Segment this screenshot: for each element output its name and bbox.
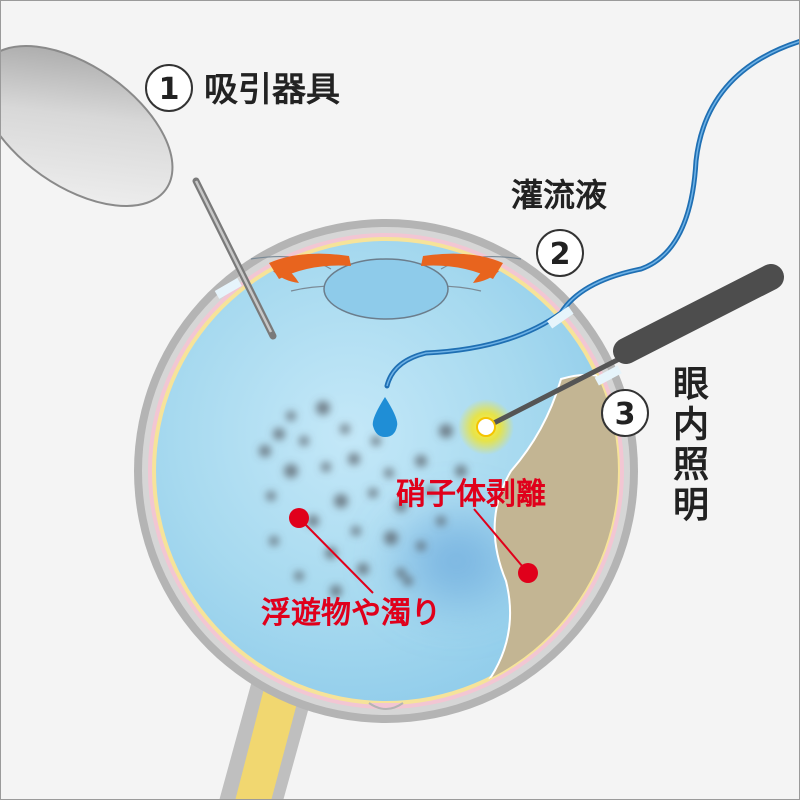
callout-detachment (473, 508, 538, 583)
crystalline-lens (323, 258, 449, 320)
irrigation-number: 2 (550, 237, 571, 272)
floaters-marker (289, 508, 309, 528)
illumination-label: 眼内照明 (673, 364, 709, 526)
suction-number: 1 (159, 72, 180, 107)
floaters (259, 401, 467, 597)
light-probe-handle (613, 264, 784, 364)
eyeball (134, 219, 638, 723)
irrigation-label: 灌流液 (511, 176, 607, 214)
number-badge (601, 389, 649, 437)
label-suction: 1 吸引器具 (145, 64, 340, 112)
label-irrigation: 灌流液 2 (511, 176, 607, 277)
fluid-drop-icon (372, 397, 398, 437)
number-badge (145, 64, 193, 112)
illumination-number: 3 (615, 397, 636, 432)
floaters-label: 浮遊物や濁り (261, 596, 441, 631)
irrigation-tube (372, 39, 799, 437)
lens-and-iris (250, 253, 522, 320)
label-illumination: 3 眼内照明 (601, 364, 709, 526)
suction-instrument (1, 45, 277, 340)
light-source-icon (476, 417, 496, 437)
detachment-marker (518, 563, 538, 583)
suction-label: 吸引器具 (204, 70, 340, 110)
callout-floaters (289, 508, 374, 594)
light-probe (458, 264, 784, 455)
number-badge (536, 229, 584, 277)
suction-handle (1, 45, 174, 207)
detachment-label: 硝子体剥離 (396, 477, 546, 512)
